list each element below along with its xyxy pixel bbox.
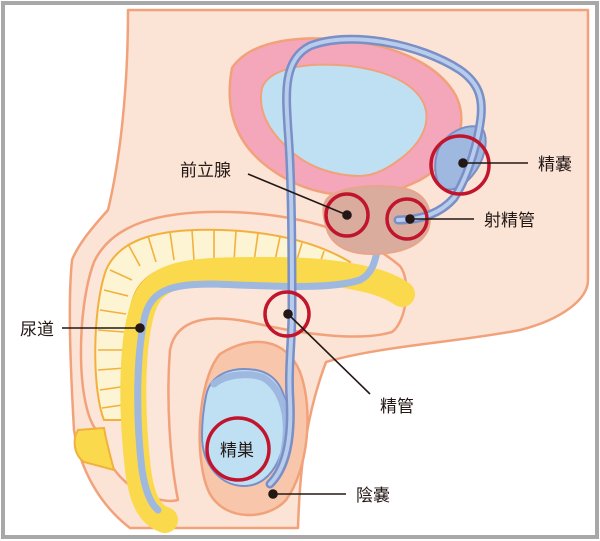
- marker-vas-deferens: [263, 290, 311, 338]
- marker-seminal-vesicle: [429, 134, 491, 196]
- testis-body: [200, 368, 288, 488]
- label-prostate: 前立腺: [180, 161, 231, 181]
- dot-scrotum: [268, 489, 278, 499]
- dot-urethra: [135, 323, 145, 333]
- label-ejaculatory-duct: 射精管: [484, 211, 535, 231]
- label-seminal-vesicle: 精嚢: [538, 155, 572, 175]
- dot-prostate: [342, 210, 352, 220]
- glans-shape: [73, 426, 116, 472]
- marker-testis: [205, 416, 271, 482]
- label-vas-deferens: 精管: [380, 397, 414, 417]
- dot-ejaculatory-duct: [405, 214, 415, 224]
- marker-prostate: [324, 192, 370, 238]
- label-testis: 精巣: [220, 441, 254, 461]
- vas-deferens-core: [268, 37, 484, 486]
- label-urethra: 尿道: [20, 320, 54, 340]
- dot-seminal-vesicle: [458, 158, 468, 168]
- leader-lines: [62, 158, 528, 499]
- urethra-sheath: [120, 256, 415, 533]
- urethra-channel: [134, 171, 384, 514]
- dot-vas-deferens: [283, 309, 293, 319]
- label-scrotum: 陰嚢: [356, 486, 390, 506]
